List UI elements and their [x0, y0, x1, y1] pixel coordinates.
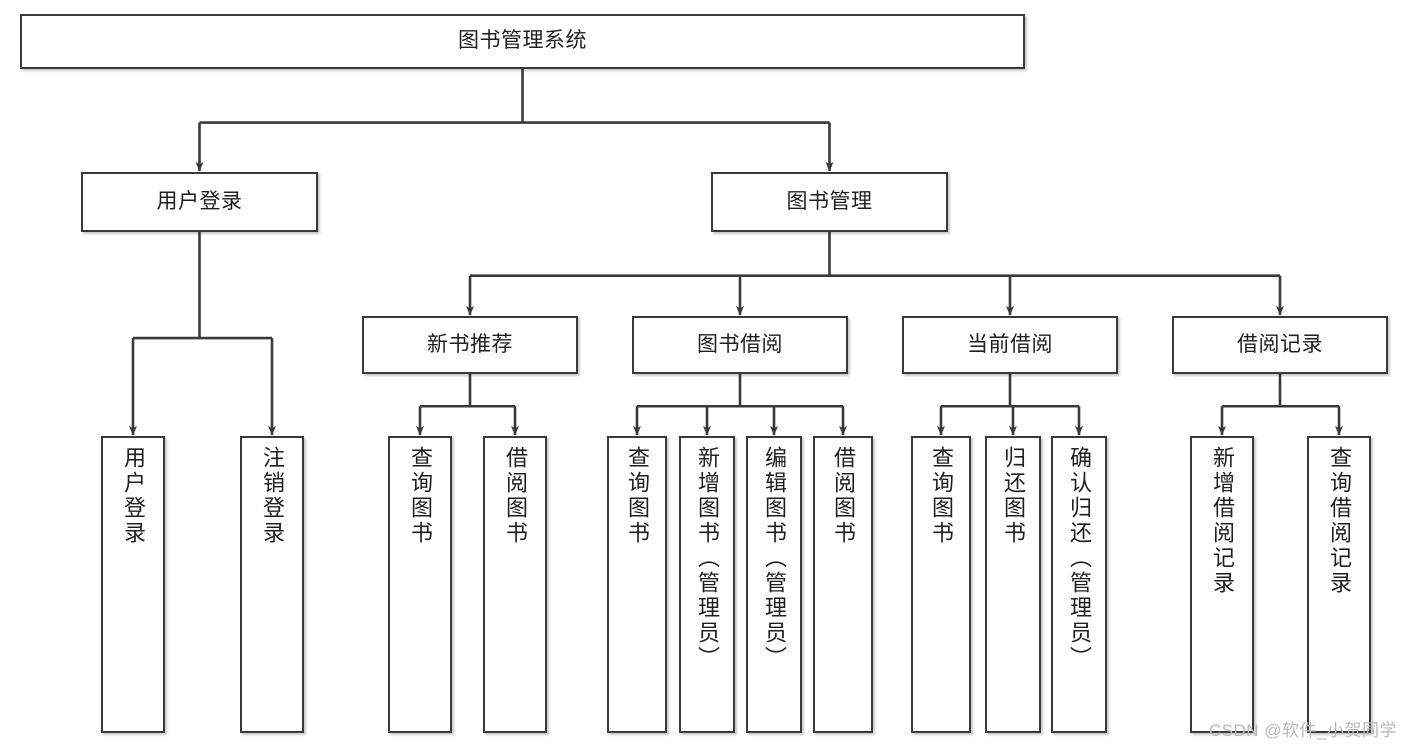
node-l10[interactable]: 归还图书 — [985, 436, 1041, 733]
node-l5[interactable]: 查询图书 — [607, 436, 667, 733]
node-l4[interactable]: 借阅图书 — [483, 436, 547, 733]
node-label: 图书管理 — [786, 189, 873, 213]
node-n-login[interactable]: 用户登录 — [81, 172, 318, 232]
node-n-cur[interactable]: 当前借阅 — [902, 316, 1118, 374]
node-l7[interactable]: 编辑图书（管理员） — [746, 436, 802, 733]
node-l3[interactable]: 查询图书 — [388, 436, 452, 733]
node-label: 归还图书 — [1001, 446, 1026, 546]
node-n-borrow[interactable]: 图书借阅 — [632, 316, 848, 374]
node-label: 确认归还（管理员） — [1067, 446, 1092, 671]
node-label: 图书借阅 — [697, 332, 783, 356]
node-l12[interactable]: 新增借阅记录 — [1190, 436, 1254, 733]
node-l1[interactable]: 用户登录 — [101, 436, 165, 733]
watermark: CSDN @软件_小贺同学 — [1208, 721, 1397, 740]
node-l2[interactable]: 注销登录 — [240, 436, 304, 733]
node-label: 查询图书 — [929, 446, 954, 546]
node-label: 图书管理系统 — [458, 29, 587, 53]
node-l6[interactable]: 新增图书（管理员） — [679, 436, 735, 733]
node-label: 借阅图书 — [831, 446, 856, 546]
node-label: 编辑图书（管理员） — [762, 446, 787, 671]
node-label: 借阅图书 — [503, 446, 528, 546]
node-l9[interactable]: 查询图书 — [911, 436, 971, 733]
node-label: 借阅记录 — [1237, 332, 1323, 356]
node-l13[interactable]: 查询借阅记录 — [1307, 436, 1371, 733]
node-n-rec[interactable]: 借阅记录 — [1172, 316, 1388, 374]
node-label: 注销登录 — [260, 446, 285, 546]
node-label: 用户登录 — [156, 189, 243, 213]
node-label: 新增图书（管理员） — [695, 446, 720, 671]
node-root[interactable]: 图书管理系统 — [20, 14, 1025, 69]
node-n-new[interactable]: 新书推荐 — [362, 316, 578, 374]
node-label: 当前借阅 — [967, 332, 1053, 356]
node-label: 查询图书 — [408, 446, 433, 546]
node-label: 新增借阅记录 — [1210, 446, 1235, 596]
node-label: 查询图书 — [625, 446, 650, 546]
node-l11[interactable]: 确认归还（管理员） — [1051, 436, 1107, 733]
node-label: 新书推荐 — [427, 332, 513, 356]
node-label: 查询借阅记录 — [1327, 446, 1352, 596]
node-l8[interactable]: 借阅图书 — [813, 436, 873, 733]
node-n-book[interactable]: 图书管理 — [711, 172, 948, 232]
node-label: 用户登录 — [121, 446, 146, 546]
